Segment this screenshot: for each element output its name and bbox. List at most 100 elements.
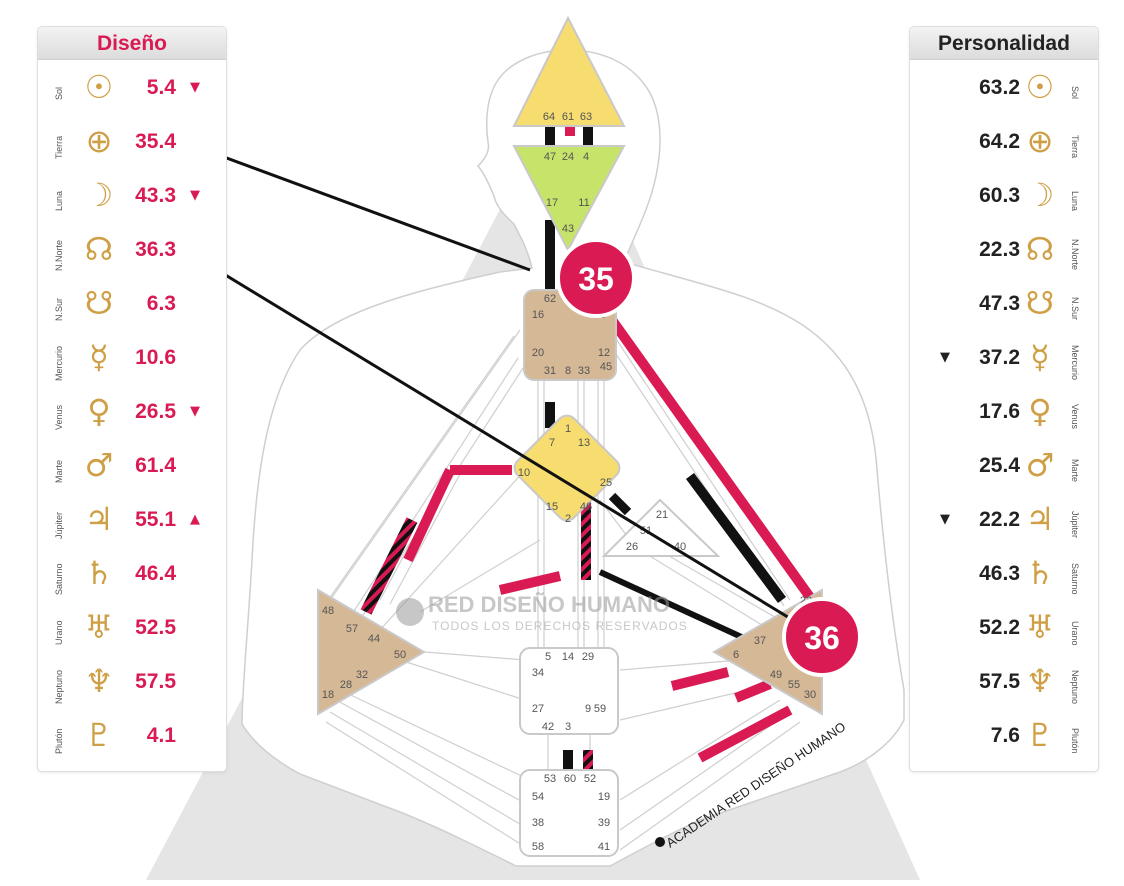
planet-row: Saturno♄46.4	[38, 549, 226, 603]
gate-number: 63	[580, 111, 592, 123]
down-arrow-icon: ▼	[940, 512, 950, 527]
planet-name: Mercurio	[1070, 345, 1080, 381]
active-channels	[360, 126, 817, 772]
planet-value: 52.5	[135, 616, 176, 639]
gate-number: 64	[543, 111, 555, 123]
ego-center	[601, 498, 721, 557]
gate-number: 49	[770, 669, 782, 681]
planet-value: 26.5	[135, 400, 176, 423]
planet-name: Júpiter	[54, 511, 64, 539]
planet-value: 64.2	[979, 130, 1020, 153]
watermark-logo-icon	[396, 598, 424, 626]
gate-number: 42	[542, 721, 554, 733]
gate-number: 7	[549, 437, 555, 449]
gate-number: 32	[356, 669, 368, 681]
planet-value: 60.3	[979, 184, 1020, 207]
planet-row: Luna☽43.3▼	[38, 171, 226, 225]
planet-symbol-icon: ♄	[1025, 554, 1055, 592]
gate-number: 2	[565, 513, 571, 525]
planet-row: N.Norte☊22.3	[910, 225, 1098, 279]
planet-name: Neptuno	[1070, 669, 1080, 705]
highlight-badge-36: 36	[782, 597, 862, 677]
planet-name: Luna	[54, 190, 64, 212]
planet-value: 47.3	[979, 292, 1020, 315]
gate-number: 46	[580, 501, 592, 513]
planet-row: Sol☉63.2	[910, 63, 1098, 117]
connector-line-35	[185, 141, 531, 272]
planet-value: 61.4	[135, 454, 176, 477]
planet-row: Mercurio ☿ 37.2 ▼	[910, 333, 1098, 387]
planet-symbol-icon: ♄	[84, 554, 114, 592]
planet-name: Saturno	[1070, 563, 1080, 595]
planet-name: Tierra	[1070, 135, 1080, 159]
planet-symbol-icon: ☿	[1030, 338, 1050, 376]
planet-row: Saturno♄46.3	[910, 549, 1098, 603]
gate-number: 30	[804, 689, 816, 701]
planet-symbol-icon: ☉	[84, 68, 114, 106]
planet-name: Plutón	[54, 728, 64, 754]
planet-symbol-icon: ☉	[1025, 68, 1055, 106]
gate-number: 18	[322, 689, 334, 701]
gate-number: 50	[394, 649, 406, 661]
planet-value: 25.4	[979, 454, 1020, 477]
ajna-center	[512, 145, 626, 253]
planet-name: Marte	[54, 459, 64, 483]
down-arrow-icon: ▼	[190, 188, 200, 203]
planet-name: Tierra	[54, 135, 64, 159]
watermark: RED DISEÑO HUMANO TODOS LOS DERECHOS RES…	[396, 592, 688, 633]
gate-number: 41	[598, 841, 610, 853]
up-arrow-icon: ▲	[190, 512, 200, 527]
gate-number: 9	[585, 703, 591, 715]
gate-number: 5	[545, 651, 551, 663]
planet-symbol-icon: ♂	[1025, 446, 1055, 484]
planet-value: 43.3	[135, 184, 176, 207]
planet-row: Urano♅52.2	[910, 603, 1098, 657]
planet-name: N.Sur	[1070, 297, 1080, 321]
gate-number: 27	[532, 703, 544, 715]
gate-number: 25	[600, 477, 612, 489]
gate-number: 44	[368, 633, 380, 645]
gate-number: 6	[733, 649, 739, 661]
planet-symbol-icon: ☊	[1025, 230, 1055, 268]
gate-number: 48	[322, 605, 334, 617]
planet-symbol-icon: ♃	[84, 500, 114, 538]
personality-panel-title: Personalidad	[910, 27, 1098, 60]
svg-text:RED DISEÑO HUMANO: RED DISEÑO HUMANO	[428, 592, 670, 617]
planet-row: Urano♅52.5	[38, 603, 226, 657]
planet-row: Plutón♇4.1	[38, 711, 226, 765]
planet-value: 10.6	[135, 346, 176, 369]
planet-symbol-icon: ⊕	[85, 122, 113, 160]
planet-symbol-icon: ♇	[84, 716, 114, 754]
head-center	[512, 15, 626, 127]
gate-number: 38	[532, 817, 544, 829]
svg-text:TODOS LOS DERECHOS RESERVADOS: TODOS LOS DERECHOS RESERVADOS	[432, 619, 688, 633]
planet-symbol-icon: ♆	[84, 662, 114, 700]
planet-symbol-icon: ♂	[84, 446, 114, 484]
badge-36-label: 36	[804, 620, 840, 656]
gate-number: 4	[583, 151, 589, 163]
planet-name: Saturno	[54, 563, 64, 595]
planet-row: Venus♀17.6	[910, 387, 1098, 441]
planet-symbol-icon: ☽	[1025, 176, 1055, 214]
credit-logo-icon	[655, 837, 665, 847]
planet-row: Júpiter♃55.1▲	[38, 495, 226, 549]
planet-symbol-icon: ♆	[1025, 662, 1055, 700]
planet-value: 37.2	[979, 346, 1020, 369]
planet-value: 22.2	[979, 508, 1020, 531]
planet-row: Sol☉5.4▼	[38, 63, 226, 117]
planet-symbol-icon: ♇	[1025, 716, 1055, 754]
planet-symbol-icon: ♃	[1025, 500, 1055, 538]
planet-symbol-icon: ☿	[89, 338, 109, 376]
planet-name: Sol	[1070, 86, 1080, 100]
spleen-center	[317, 588, 426, 716]
down-arrow-icon: ▼	[940, 350, 950, 365]
planet-name: Venus	[1070, 404, 1080, 430]
planet-name: Sol	[54, 86, 64, 100]
planet-name: Marte	[1070, 459, 1080, 483]
planet-row: Plutón♇7.6	[910, 711, 1098, 765]
gate-number: 29	[582, 651, 594, 663]
planet-symbol-icon: ☋	[84, 284, 114, 322]
planet-row: Marte ♂ 61.4	[38, 441, 226, 495]
